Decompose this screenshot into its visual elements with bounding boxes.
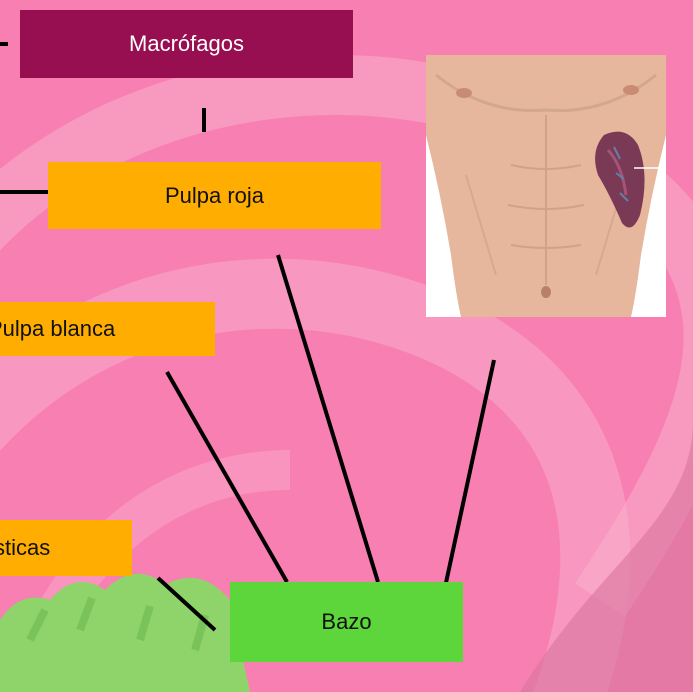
- bazo-label: Bazo: [321, 609, 371, 635]
- caracteristicas-box: sticas: [0, 520, 132, 576]
- bazo-box: Bazo: [230, 582, 463, 662]
- pulpa-roja-box: Pulpa roja: [48, 162, 381, 229]
- pulpa-roja-label: Pulpa roja: [165, 183, 264, 209]
- connector-photo-bazo: [444, 360, 494, 592]
- torso-spleen-illustration-icon: [426, 55, 666, 317]
- caracteristicas-label: sticas: [0, 535, 50, 561]
- macrofagos-box: Macrófagos: [20, 10, 353, 78]
- connector-caract-bazo: [158, 578, 215, 630]
- connector-roja-bazo: [278, 255, 378, 582]
- pulpa-blanca-label: Pulpa blanca: [0, 316, 115, 342]
- pulpa-blanca-box: Pulpa blanca: [0, 302, 215, 356]
- macrofagos-label: Macrófagos: [129, 31, 244, 57]
- connector-blanca-bazo: [167, 372, 287, 582]
